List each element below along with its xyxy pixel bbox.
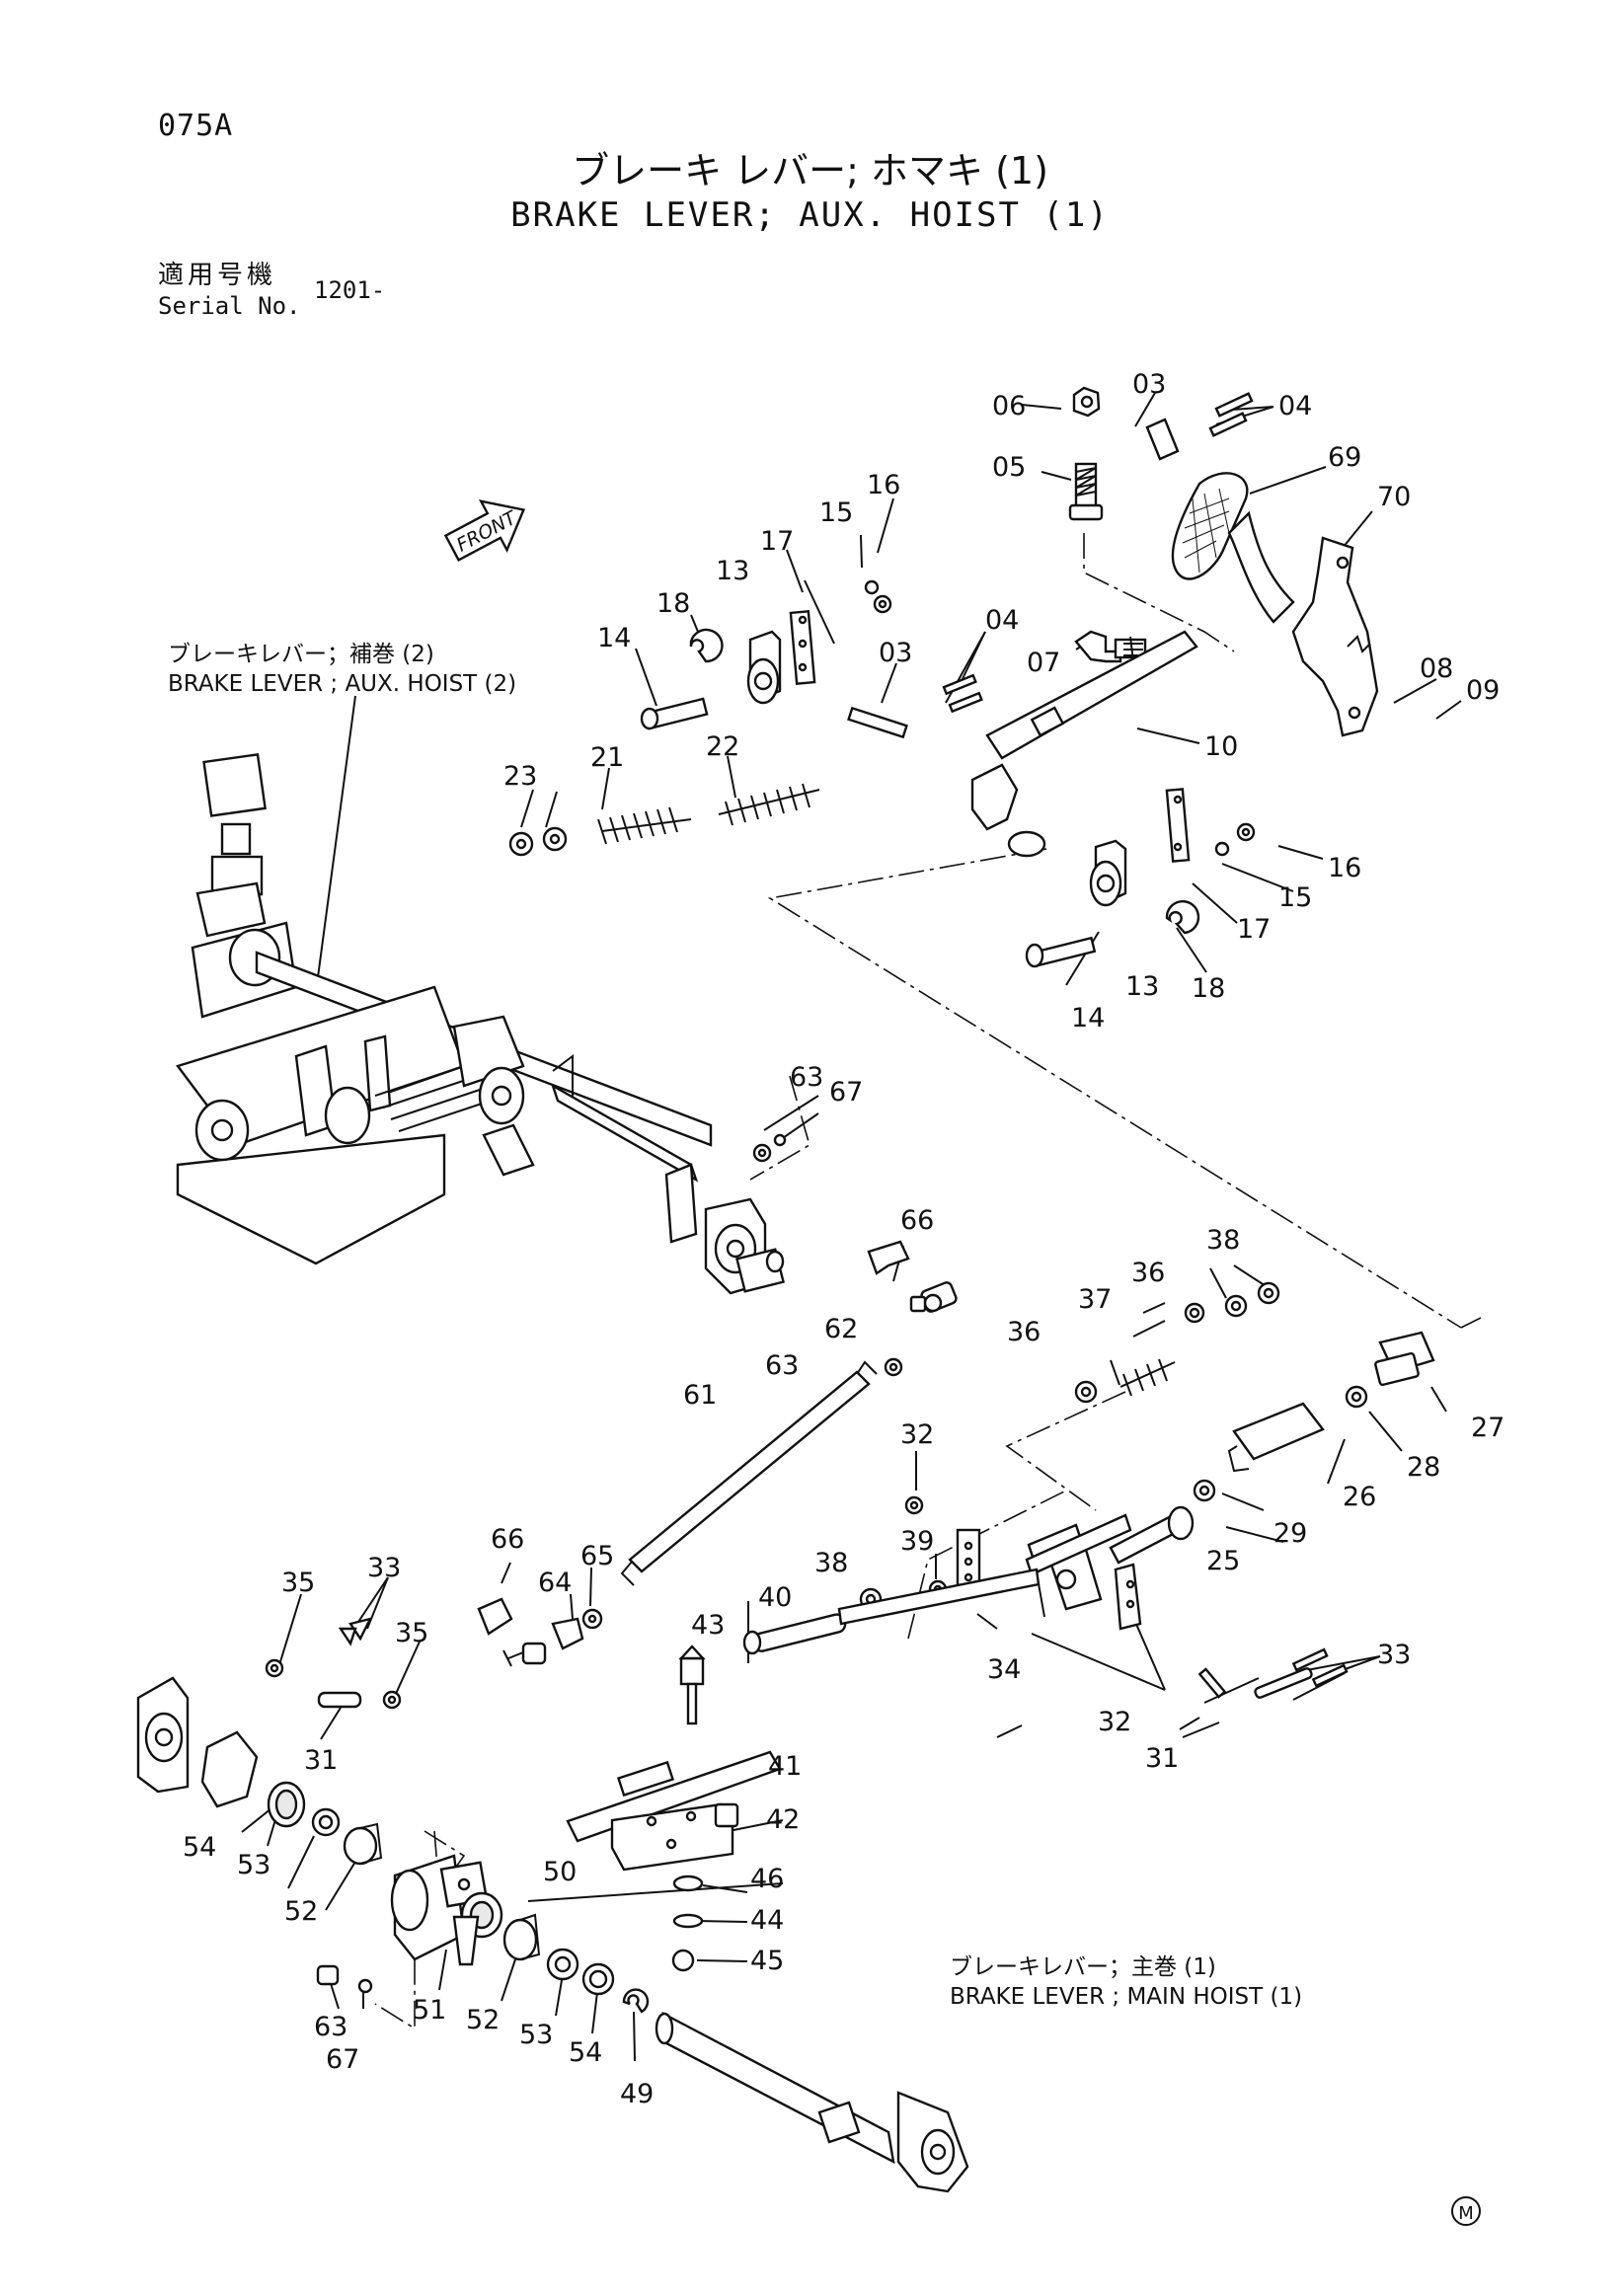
part-64: 64	[538, 1568, 572, 1598]
part-15: 15	[1278, 882, 1312, 913]
part-14: 14	[1071, 1003, 1105, 1033]
title-english: BRAKE LEVER; AUX. HOIST (1)	[510, 195, 1110, 235]
part-03: 03	[879, 638, 912, 668]
part-51: 51	[413, 1995, 446, 2026]
part-40: 40	[758, 1582, 792, 1613]
part-67: 67	[326, 2044, 359, 2075]
part-45: 45	[750, 1946, 784, 1976]
part-66: 66	[900, 1205, 934, 1236]
part-31: 31	[1145, 1743, 1179, 1774]
part-14: 14	[597, 623, 631, 653]
part-23: 23	[503, 761, 537, 792]
part-09: 09	[1466, 675, 1500, 706]
part-31: 31	[304, 1745, 338, 1776]
part-34: 34	[987, 1654, 1021, 1685]
part-35: 35	[395, 1618, 428, 1648]
part-43: 43	[691, 1610, 725, 1641]
part-06: 06	[992, 391, 1026, 421]
assembly-captions: ブレーキレバー；補巻 (2) BRAKE LEVER ; AUX. HOIST …	[168, 642, 1302, 2010]
part-36: 36	[1131, 1258, 1165, 1288]
part-32: 32	[900, 1419, 934, 1450]
part-52: 52	[466, 2005, 500, 2035]
part-67: 67	[829, 1077, 863, 1108]
part-04: 04	[1278, 391, 1312, 421]
part-46: 46	[750, 1864, 784, 1894]
serial-value: 1201-	[314, 276, 386, 304]
part-28: 28	[1407, 1452, 1440, 1483]
part-27: 27	[1471, 1413, 1504, 1443]
part-16: 16	[1328, 853, 1361, 883]
m-mark: M	[1451, 2196, 1481, 2226]
part-69: 69	[1328, 442, 1361, 473]
part-65: 65	[580, 1541, 614, 1571]
aux-hoist-2-assembly	[176, 753, 958, 1377]
part-38: 38	[814, 1548, 848, 1578]
part-05: 05	[992, 452, 1026, 483]
part-63: 63	[765, 1350, 799, 1381]
part-44: 44	[750, 1905, 784, 1936]
part-10: 10	[1204, 731, 1238, 762]
caption-aux-hoist-2-en: BRAKE LEVER ; AUX. HOIST (2)	[168, 671, 516, 697]
part-25: 25	[1206, 1546, 1240, 1576]
pedal-assembly	[640, 386, 1379, 968]
part-26: 26	[1343, 1482, 1376, 1512]
part-36: 36	[1007, 1317, 1041, 1347]
part-52: 52	[284, 1896, 318, 1927]
part-63: 63	[790, 1062, 823, 1093]
part-54: 54	[183, 1832, 216, 1863]
part-21: 21	[590, 742, 624, 773]
part-16: 16	[867, 470, 900, 500]
part-08: 08	[1420, 653, 1453, 684]
part-04: 04	[985, 605, 1019, 636]
part-17: 17	[760, 526, 794, 557]
part-53: 53	[519, 2020, 553, 2050]
right-linkage	[837, 1281, 1435, 1699]
part-63: 63	[314, 2012, 347, 2042]
serial-label-english: Serial No.	[158, 292, 301, 320]
part-17: 17	[1237, 914, 1271, 945]
part-61: 61	[683, 1380, 717, 1411]
caption-aux-hoist-2-jp: ブレーキレバー；補巻 (2)	[168, 642, 434, 667]
part-18: 18	[656, 588, 690, 619]
part-32: 32	[1098, 1707, 1131, 1737]
part-50: 50	[543, 1857, 577, 1887]
caption-main-hoist-1-en: BRAKE LEVER ; MAIN HOIST (1)	[950, 1984, 1302, 2010]
part-70: 70	[1377, 482, 1411, 512]
caption-main-hoist-1-jp: ブレーキレバー；主巻 (1)	[950, 1954, 1216, 1980]
part-42: 42	[766, 1804, 800, 1835]
part-41: 41	[768, 1751, 802, 1782]
part-33: 33	[367, 1553, 401, 1583]
part-29: 29	[1273, 1518, 1307, 1549]
assembly-boundary-lines	[374, 533, 1482, 2030]
part-66: 66	[491, 1524, 524, 1555]
part-15: 15	[819, 497, 853, 528]
part-35: 35	[281, 1568, 315, 1598]
part-53: 53	[237, 1850, 270, 1880]
part-38: 38	[1206, 1225, 1240, 1256]
part-22: 22	[706, 731, 739, 762]
part-39: 39	[900, 1526, 934, 1557]
part-33: 33	[1377, 1640, 1411, 1670]
part-03: 03	[1132, 369, 1166, 400]
part-13: 13	[716, 556, 749, 586]
part-07: 07	[1027, 648, 1060, 678]
part-37: 37	[1078, 1284, 1112, 1315]
part-49: 49	[620, 2079, 654, 2109]
title-japanese: ブレーキ レバー; ホマキ (1)	[572, 149, 1048, 192]
lower-linkage	[136, 1360, 969, 2193]
m-mark-label: M	[1458, 2203, 1474, 2224]
springs	[508, 783, 1176, 1397]
part-18: 18	[1192, 973, 1225, 1004]
part-13: 13	[1125, 971, 1159, 1002]
part-62: 62	[824, 1314, 858, 1344]
page-code: 075A	[158, 109, 234, 143]
front-arrow: FRONT	[443, 499, 526, 562]
part-54: 54	[569, 2037, 602, 2068]
part-number-labels: 06 03 04 05 69 70 07 08 09 10 16 15 17 1…	[183, 369, 1504, 2109]
serial-label-japanese: 適用号機	[158, 261, 277, 290]
